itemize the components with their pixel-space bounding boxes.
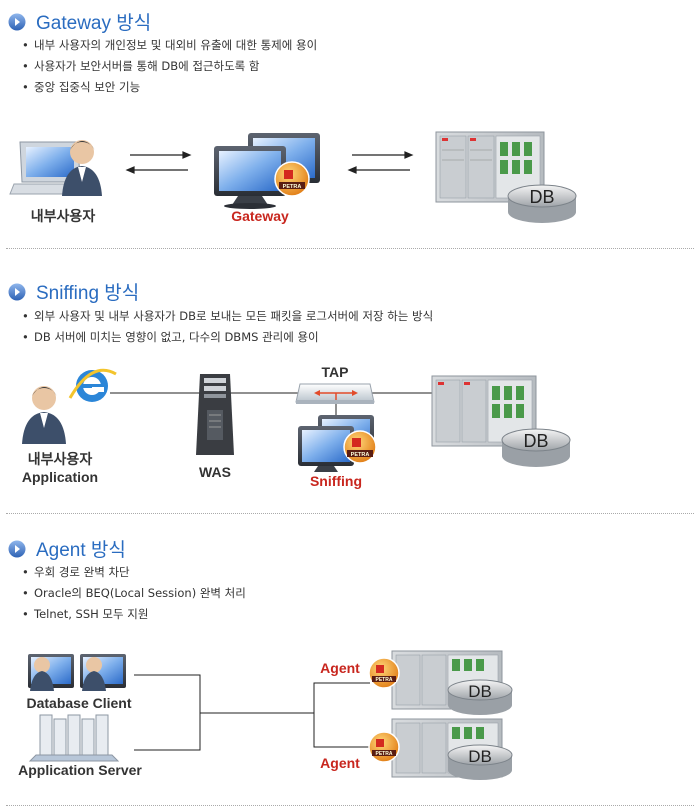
petra-logo-text: PETRA <box>376 677 393 683</box>
agent-top-label: Agent <box>320 660 360 676</box>
petra-logo-text: PETRA <box>283 184 302 190</box>
internet-explorer-icon <box>68 368 117 402</box>
agent-title-text: Agent 방식 <box>36 540 126 561</box>
gateway-diagram: PETRA DB <box>9 131 577 223</box>
gateway-server-icon: PETRA <box>214 133 320 209</box>
sniffing-label: Sniffing <box>309 473 363 489</box>
bidirectional-arrow-icon <box>347 151 414 174</box>
sniffing-bullets: 외부 사용자 및 내부 사용자가 DB로 보내는 모든 패킷을 로그서버에 저장… <box>22 306 433 348</box>
database-disk-icon: DB <box>507 184 577 223</box>
application-server-label: Application Server <box>18 762 142 778</box>
agent-diagram: PETRA DB PETRA DB <box>28 650 513 780</box>
database-disk-icon: DB <box>447 679 513 715</box>
petra-logo-text: PETRA <box>351 452 370 458</box>
db-label: DB <box>468 747 492 766</box>
section-divider <box>6 513 694 514</box>
sniffing-title-text: Sniffing 방식 <box>36 283 140 304</box>
application-user-icon <box>22 386 66 444</box>
user-label-line1: 내부사용자 <box>27 451 93 467</box>
tap-device-icon <box>295 383 375 404</box>
database-client-icon <box>28 654 126 691</box>
db-label: DB <box>468 682 492 701</box>
arrow-bullet-icon <box>8 540 26 557</box>
bullet-item: 내부 사용자의 개인정보 및 대외비 유출에 대한 통제에 용이 <box>22 35 317 56</box>
network-lines <box>134 674 370 751</box>
section-divider <box>6 248 694 249</box>
db-server-icon <box>435 131 545 203</box>
bullet-item: 중앙 집중식 보안 기능 <box>22 77 317 98</box>
agent-title: Agent 방식 <box>8 535 126 562</box>
sniffing-title: Sniffing 방식 <box>8 278 139 305</box>
bullet-item: Telnet, SSH 모두 지원 <box>22 604 246 625</box>
db-label: DB <box>523 431 548 451</box>
bullet-item: 사용자가 보안서버를 통해 DB에 접근하도록 함 <box>22 56 317 77</box>
db-label: DB <box>529 187 554 207</box>
was-label: WAS <box>199 464 231 480</box>
agent-section: Agent 방식 우회 경로 완벽 차단 Oracle의 BEQ(Local S… <box>0 515 700 810</box>
bullet-item: 우회 경로 완벽 차단 <box>22 562 246 583</box>
gateway-section: Gateway 방식 내부 사용자의 개인정보 및 대외비 유출에 대한 통제에… <box>0 0 700 250</box>
section-divider <box>6 805 694 806</box>
gateway-label: Gateway <box>231 208 289 224</box>
laptop-user-icon <box>9 140 102 196</box>
application-user-label: 내부사용자 Application <box>10 450 110 486</box>
was-server-icon <box>196 374 234 455</box>
sniffing-diagram: PETRA DB <box>22 368 571 472</box>
database-client-label: Database Client <box>26 695 132 711</box>
agent-bottom-label: Agent <box>320 755 360 771</box>
petra-logo-text: PETRA <box>376 751 393 757</box>
agent-logo-icon: PETRA <box>368 657 400 689</box>
arrow-bullet-icon <box>8 13 26 30</box>
agent-logo-icon: PETRA <box>368 731 400 763</box>
bullet-item: DB 서버에 미치는 영향이 없고, 다수의 DBMS 관리에 용이 <box>22 327 433 348</box>
agent-bullets: 우회 경로 완벽 차단 Oracle의 BEQ(Local Session) 완… <box>22 562 246 625</box>
tap-label: TAP <box>321 364 349 380</box>
bullet-item: 외부 사용자 및 내부 사용자가 DB로 보내는 모든 패킷을 로그서버에 저장… <box>22 306 433 327</box>
gateway-title: Gateway 방식 <box>8 8 151 35</box>
internal-user-label: 내부사용자 <box>30 208 96 224</box>
sniffing-server-icon: PETRA <box>298 415 377 472</box>
application-server-icon <box>28 714 120 762</box>
user-label-line2: Application <box>21 469 99 485</box>
arrow-bullet-icon <box>8 283 26 300</box>
bullet-item: Oracle의 BEQ(Local Session) 완벽 처리 <box>22 583 246 604</box>
bidirectional-arrow-icon <box>125 151 192 174</box>
gateway-title-text: Gateway 방식 <box>36 13 152 34</box>
database-disk-icon: DB <box>501 428 571 467</box>
gateway-bullets: 내부 사용자의 개인정보 및 대외비 유출에 대한 통제에 용이 사용자가 보안… <box>22 35 317 98</box>
database-disk-icon: DB <box>447 744 513 780</box>
sniffing-section: Sniffing 방식 외부 사용자 및 내부 사용자가 DB로 보내는 모든 … <box>0 250 700 515</box>
